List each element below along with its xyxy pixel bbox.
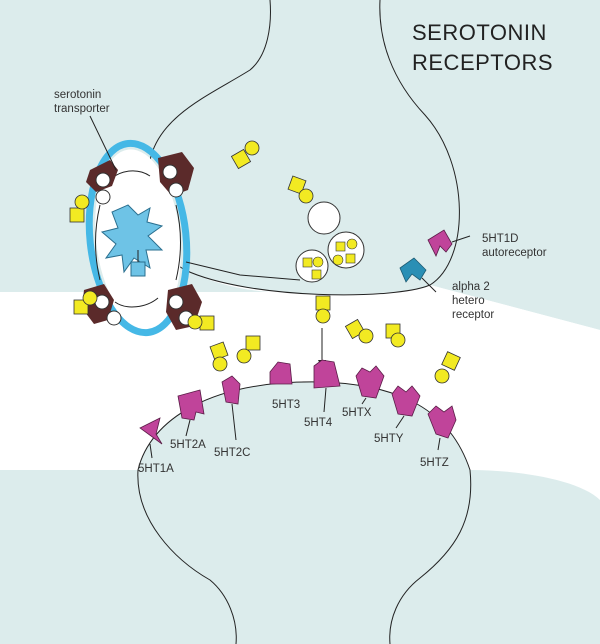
transporter-ring	[85, 139, 191, 337]
serotonin-molecule-icon	[385, 323, 406, 348]
serotonin-molecules	[69, 140, 461, 384]
presynaptic-membrane	[146, 0, 460, 296]
leader-5ht1a	[149, 443, 153, 459]
leader-5hty	[395, 415, 405, 429]
vesicle-filled	[327, 231, 365, 269]
serotonin-molecule-icon	[315, 295, 331, 324]
receptor-icon	[313, 359, 341, 389]
autoreceptor-icon	[427, 229, 453, 257]
receptor-icon	[221, 375, 241, 405]
serotonin-molecule-icon	[73, 290, 98, 315]
serotonin-molecule-icon	[434, 351, 461, 384]
receptor-label-5ht2c: 5HT2C	[214, 447, 250, 459]
cleft-band	[0, 285, 600, 500]
enzyme-box	[130, 261, 146, 277]
transport-arrow-left	[95, 204, 101, 281]
receptor-label-5ht2a: 5HT2A	[170, 439, 206, 451]
alpha2-receptor-icon	[399, 257, 427, 283]
receptor-label-5ht1a: 5HT1A	[138, 463, 174, 475]
autoreceptor-label-1: 5HT1D	[482, 233, 518, 245]
leader-5htz	[437, 437, 441, 451]
autoreceptor-label-2: autoreceptor	[482, 247, 547, 259]
alpha2-label-1: alpha 2	[452, 281, 490, 293]
transporter-leader	[89, 115, 117, 171]
transporter-label-1: serotonin	[54, 89, 101, 101]
serotonin-molecule-icon	[230, 140, 260, 170]
title-line-2: RECEPTORS	[412, 50, 553, 75]
serotonin-molecule-icon	[335, 241, 346, 252]
leader-5ht4	[323, 387, 327, 413]
binding-site	[106, 310, 122, 326]
serotonin-molecule-icon	[332, 254, 344, 266]
serotonin-molecule-icon	[302, 257, 313, 268]
serotonin-molecule-icon	[236, 335, 261, 364]
postsynaptic-receptors	[139, 359, 457, 445]
reuptake-arrow	[185, 261, 301, 281]
binding-site	[168, 182, 184, 198]
binding-site	[162, 164, 178, 180]
leader-5ht2c	[231, 403, 237, 441]
receptor-icon	[177, 389, 205, 421]
transporter-label-2: transporter	[54, 103, 110, 115]
vesicle-filled-2	[295, 249, 329, 283]
receptor-label-5ht3: 5HT3	[272, 399, 300, 411]
serotonin-molecule-icon	[311, 269, 322, 280]
autoreceptor-leader	[451, 235, 471, 243]
serotonin-molecule-icon	[344, 318, 374, 344]
right-lower-neuron	[389, 470, 600, 644]
receptor-icon	[139, 417, 163, 445]
transport-arrow-right	[175, 204, 181, 281]
receptor-label-5ht4: 5HT4	[304, 417, 333, 429]
serotonin-molecule-icon	[187, 314, 215, 331]
receptor-icon	[269, 361, 293, 385]
serotonin-molecule-icon	[287, 175, 314, 204]
receptor-label-5htz: 5HTZ	[420, 457, 449, 469]
vesicle-icon	[307, 201, 341, 235]
receptor-label-5htx: 5HTX	[342, 407, 372, 419]
binding-site	[168, 294, 184, 310]
presynaptic-terminal	[147, 0, 460, 295]
receptor-label-5hty: 5HTY	[374, 433, 404, 445]
transport-arrow-bottom	[114, 297, 159, 308]
serotonin-molecule-icon	[345, 253, 356, 264]
alpha2-label-3: receptor	[452, 309, 494, 321]
postsynaptic-neuron	[137, 381, 471, 644]
binding-site	[95, 189, 111, 205]
alpha2-leader	[421, 277, 437, 293]
title-line-1: SEROTONIN	[412, 20, 547, 45]
serotonin-molecule-icon	[346, 238, 358, 250]
alpha2-label-2: hetero	[452, 295, 485, 307]
binding-site	[95, 172, 111, 188]
right-neuron	[379, 0, 600, 330]
receptor-icon	[391, 385, 421, 417]
leader-5ht2a	[185, 419, 191, 437]
serotonin-molecule-icon	[69, 194, 90, 223]
serotonin-molecule-icon	[312, 256, 324, 268]
serotonin-molecule-icon	[209, 341, 229, 372]
leader-5htx	[361, 397, 367, 405]
receptor-icon	[355, 365, 385, 399]
left-lower-neuron	[0, 470, 237, 644]
receptor-icon	[427, 405, 457, 439]
